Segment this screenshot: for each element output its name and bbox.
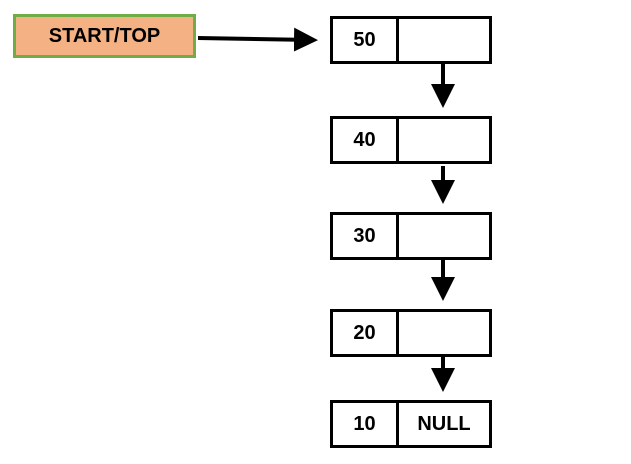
node-next-cell: [399, 215, 489, 257]
node-data-cell: 50: [333, 19, 399, 61]
list-node-5: 10 NULL: [330, 400, 492, 448]
list-node-3: 30: [330, 212, 492, 260]
node-next-cell: [399, 312, 489, 354]
list-node-4: 20: [330, 309, 492, 357]
node-next-null-cell: NULL: [417, 412, 471, 435]
list-node-2: 40: [330, 116, 492, 164]
node-next-cell: [399, 19, 489, 61]
node-next-cell: [399, 119, 489, 161]
node-data-cell: 30: [333, 215, 399, 257]
node-data-cell: 20: [333, 312, 399, 354]
start-top-label: START/TOP: [48, 24, 161, 47]
node-data-cell: 10: [333, 403, 399, 445]
start-top-pointer-box: START/TOP: [13, 14, 196, 58]
list-node-1: 50: [330, 16, 492, 64]
node-data-cell: 40: [333, 119, 399, 161]
start-pointer-arrow: [197, 27, 318, 52]
